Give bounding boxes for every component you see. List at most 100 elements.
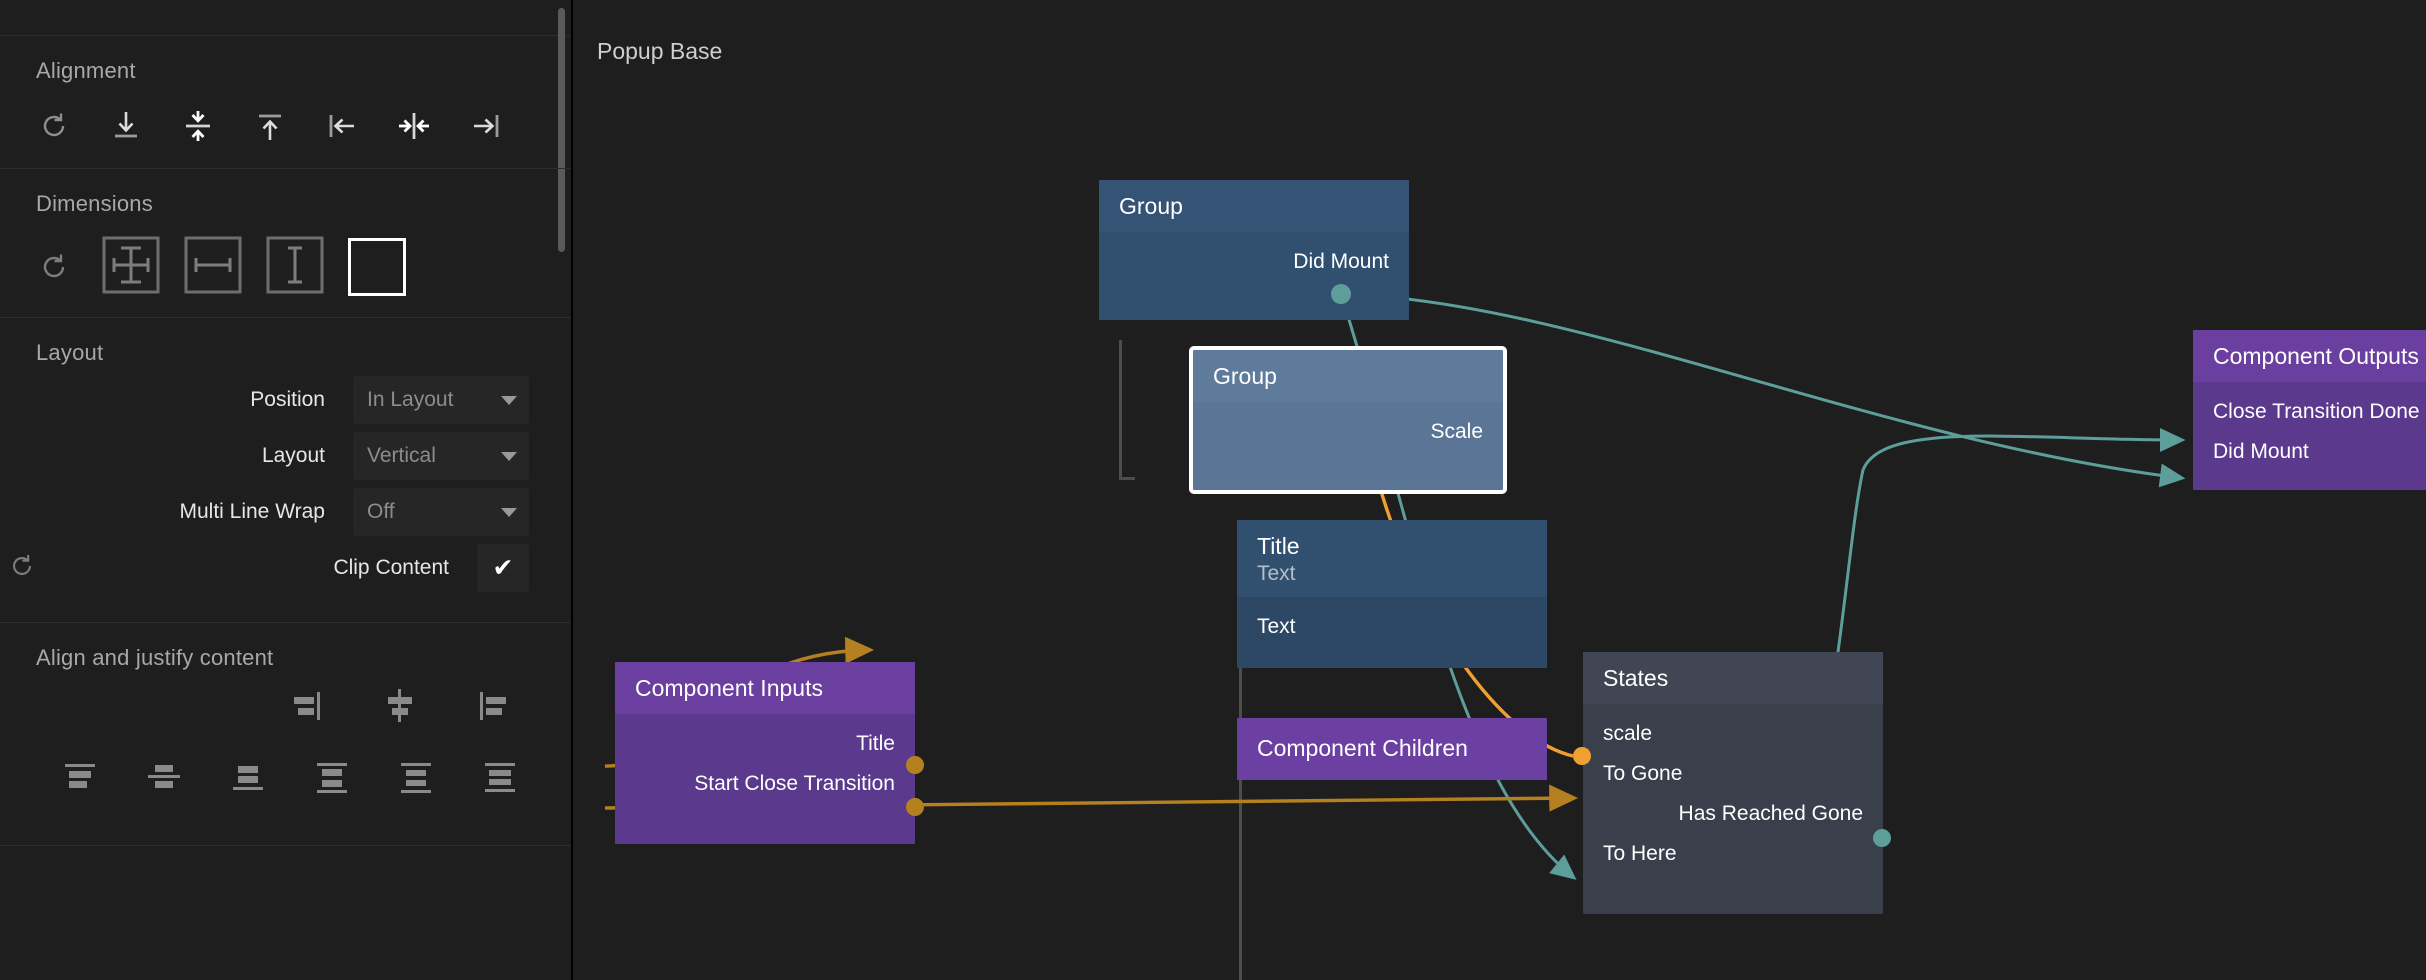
align-content-space-between-icon — [310, 755, 354, 804]
inspector-scrollbar[interactable] — [558, 8, 565, 252]
align-content-end-button[interactable] — [221, 752, 275, 806]
align-justify-rows — [0, 671, 571, 845]
align-top-button[interactable] — [234, 93, 306, 159]
canvas-title: Popup Base — [597, 38, 723, 64]
port-start-close-transition[interactable]: Start Close Transition — [694, 771, 895, 795]
layout-label: Layout — [261, 444, 325, 467]
size-width-icon — [184, 236, 242, 299]
section-align-justify: Align and justify content — [0, 623, 571, 846]
position-value: In Layout — [367, 388, 454, 411]
node-header: Component Children — [1257, 735, 1468, 762]
align-content-space-around-button[interactable] — [389, 752, 443, 806]
align-content-center-button[interactable] — [137, 752, 191, 806]
multi-line-wrap-select[interactable]: Off — [353, 488, 529, 536]
clip-content-label: Clip Content — [333, 556, 449, 579]
check-icon: ✔ — [492, 553, 514, 582]
chevron-down-icon — [501, 451, 517, 461]
align-vertical-center-button[interactable] — [162, 93, 234, 159]
position-label: Position — [250, 388, 325, 411]
node-ports: Text — [1237, 597, 1547, 661]
size-height-button[interactable] — [254, 234, 336, 300]
justify-end-button[interactable] — [465, 680, 519, 734]
align-bottom-button[interactable] — [90, 93, 162, 159]
port-text[interactable]: Text — [1257, 615, 1296, 639]
node-header: States — [1583, 652, 1883, 704]
justify-content-row — [0, 671, 571, 743]
align-right-button[interactable] — [450, 93, 522, 159]
node-group-selected[interactable]: Group Scale — [1189, 346, 1507, 494]
port-did-mount[interactable]: Did Mount — [2213, 439, 2309, 463]
port-dot-states-scale[interactable] — [1573, 747, 1591, 765]
align-content-space-between-button[interactable] — [305, 752, 359, 806]
align-horizontal-center-button[interactable] — [378, 93, 450, 159]
port-dot-has-reached-gone[interactable] — [1873, 829, 1891, 847]
node-component-children[interactable]: Component Children — [1237, 718, 1547, 780]
tree-guide-line — [1119, 340, 1122, 480]
align-right-icon — [466, 106, 506, 146]
node-component-inputs[interactable]: Component Inputs Title Start Close Trans… — [615, 662, 915, 844]
size-fixed-icon — [348, 238, 406, 296]
section-alignment: Alignment — [0, 36, 571, 169]
port-title[interactable]: Title — [856, 731, 895, 755]
port-has-reached-gone[interactable]: Has Reached Gone — [1678, 801, 1863, 825]
chevron-down-icon — [501, 395, 517, 405]
port-close-transition-done[interactable]: Close Transition Done — [2213, 399, 2420, 423]
node-group-root[interactable]: Group Did Mount — [1099, 180, 1409, 320]
align-left-button[interactable] — [306, 93, 378, 159]
layout-select[interactable]: Vertical — [353, 432, 529, 480]
layout-row-position: Position In Layout — [0, 372, 571, 428]
dimensions-button-row — [0, 217, 571, 317]
layout-section-title: Layout — [36, 340, 104, 365]
alignment-button-row — [0, 84, 571, 168]
justify-center-icon — [378, 683, 422, 732]
align-content-stretch-button[interactable] — [473, 752, 527, 806]
node-component-outputs[interactable]: Component Outputs Close Transition Done … — [2193, 330, 2426, 490]
port-dot-title[interactable] — [906, 756, 924, 774]
node-header: Component Outputs — [2193, 330, 2426, 382]
align-content-start-icon — [58, 755, 102, 804]
port-to-gone[interactable]: To Gone — [1603, 761, 1683, 785]
node-subtitle-label: Text — [1257, 561, 1296, 585]
align-justify-section-title: Align and justify content — [36, 645, 274, 670]
align-content-start-button[interactable] — [53, 752, 107, 806]
dimensions-section-title: Dimensions — [36, 191, 153, 216]
section-dimensions: Dimensions — [0, 169, 571, 318]
size-fixed-button[interactable] — [336, 234, 418, 300]
port-did-mount[interactable]: Did Mount — [1293, 249, 1389, 273]
port-dot-did-mount[interactable] — [1331, 284, 1351, 304]
port-scale[interactable]: Scale — [1430, 419, 1483, 443]
size-width-button[interactable] — [172, 234, 254, 300]
align-content-end-icon — [226, 755, 270, 804]
clip-content-checkbox[interactable]: ✔ — [477, 544, 529, 592]
inspector-top-strip — [0, 0, 571, 36]
layout-value: Vertical — [367, 444, 436, 467]
node-header: Title Text — [1237, 520, 1547, 598]
align-vertical-center-icon — [178, 106, 218, 146]
align-top-icon — [250, 106, 290, 146]
justify-start-icon — [286, 683, 330, 732]
node-states[interactable]: States scale To Gone Has Reached Gone To… — [1583, 652, 1883, 914]
size-both-icon — [102, 236, 160, 299]
justify-start-button[interactable] — [281, 680, 335, 734]
layout-row-layout: Layout Vertical — [0, 428, 571, 484]
position-select[interactable]: In Layout — [353, 376, 529, 424]
graph-canvas[interactable]: Popup Base — [573, 0, 2426, 980]
chevron-down-icon — [501, 507, 517, 517]
reset-clip-content-button[interactable] — [0, 551, 44, 586]
reset-icon — [7, 551, 37, 586]
size-both-button[interactable] — [90, 234, 172, 300]
reset-dimensions-button[interactable] — [18, 234, 90, 300]
justify-center-button[interactable] — [373, 680, 427, 734]
port-dot-start-close-transition[interactable] — [906, 798, 924, 816]
node-header: Group — [1099, 180, 1409, 232]
port-to-here[interactable]: To Here — [1603, 841, 1677, 865]
node-ports: Close Transition Done Did Mount — [2193, 382, 2426, 486]
port-scale[interactable]: scale — [1603, 721, 1653, 745]
node-title-text[interactable]: Title Text Text — [1237, 520, 1547, 668]
align-content-stretch-icon — [478, 755, 522, 804]
size-height-icon — [266, 236, 324, 299]
node-header: Component Inputs — [615, 662, 915, 714]
layout-rows: Position In Layout Layout Vertical — [0, 366, 571, 622]
reset-alignment-button[interactable] — [18, 93, 90, 159]
